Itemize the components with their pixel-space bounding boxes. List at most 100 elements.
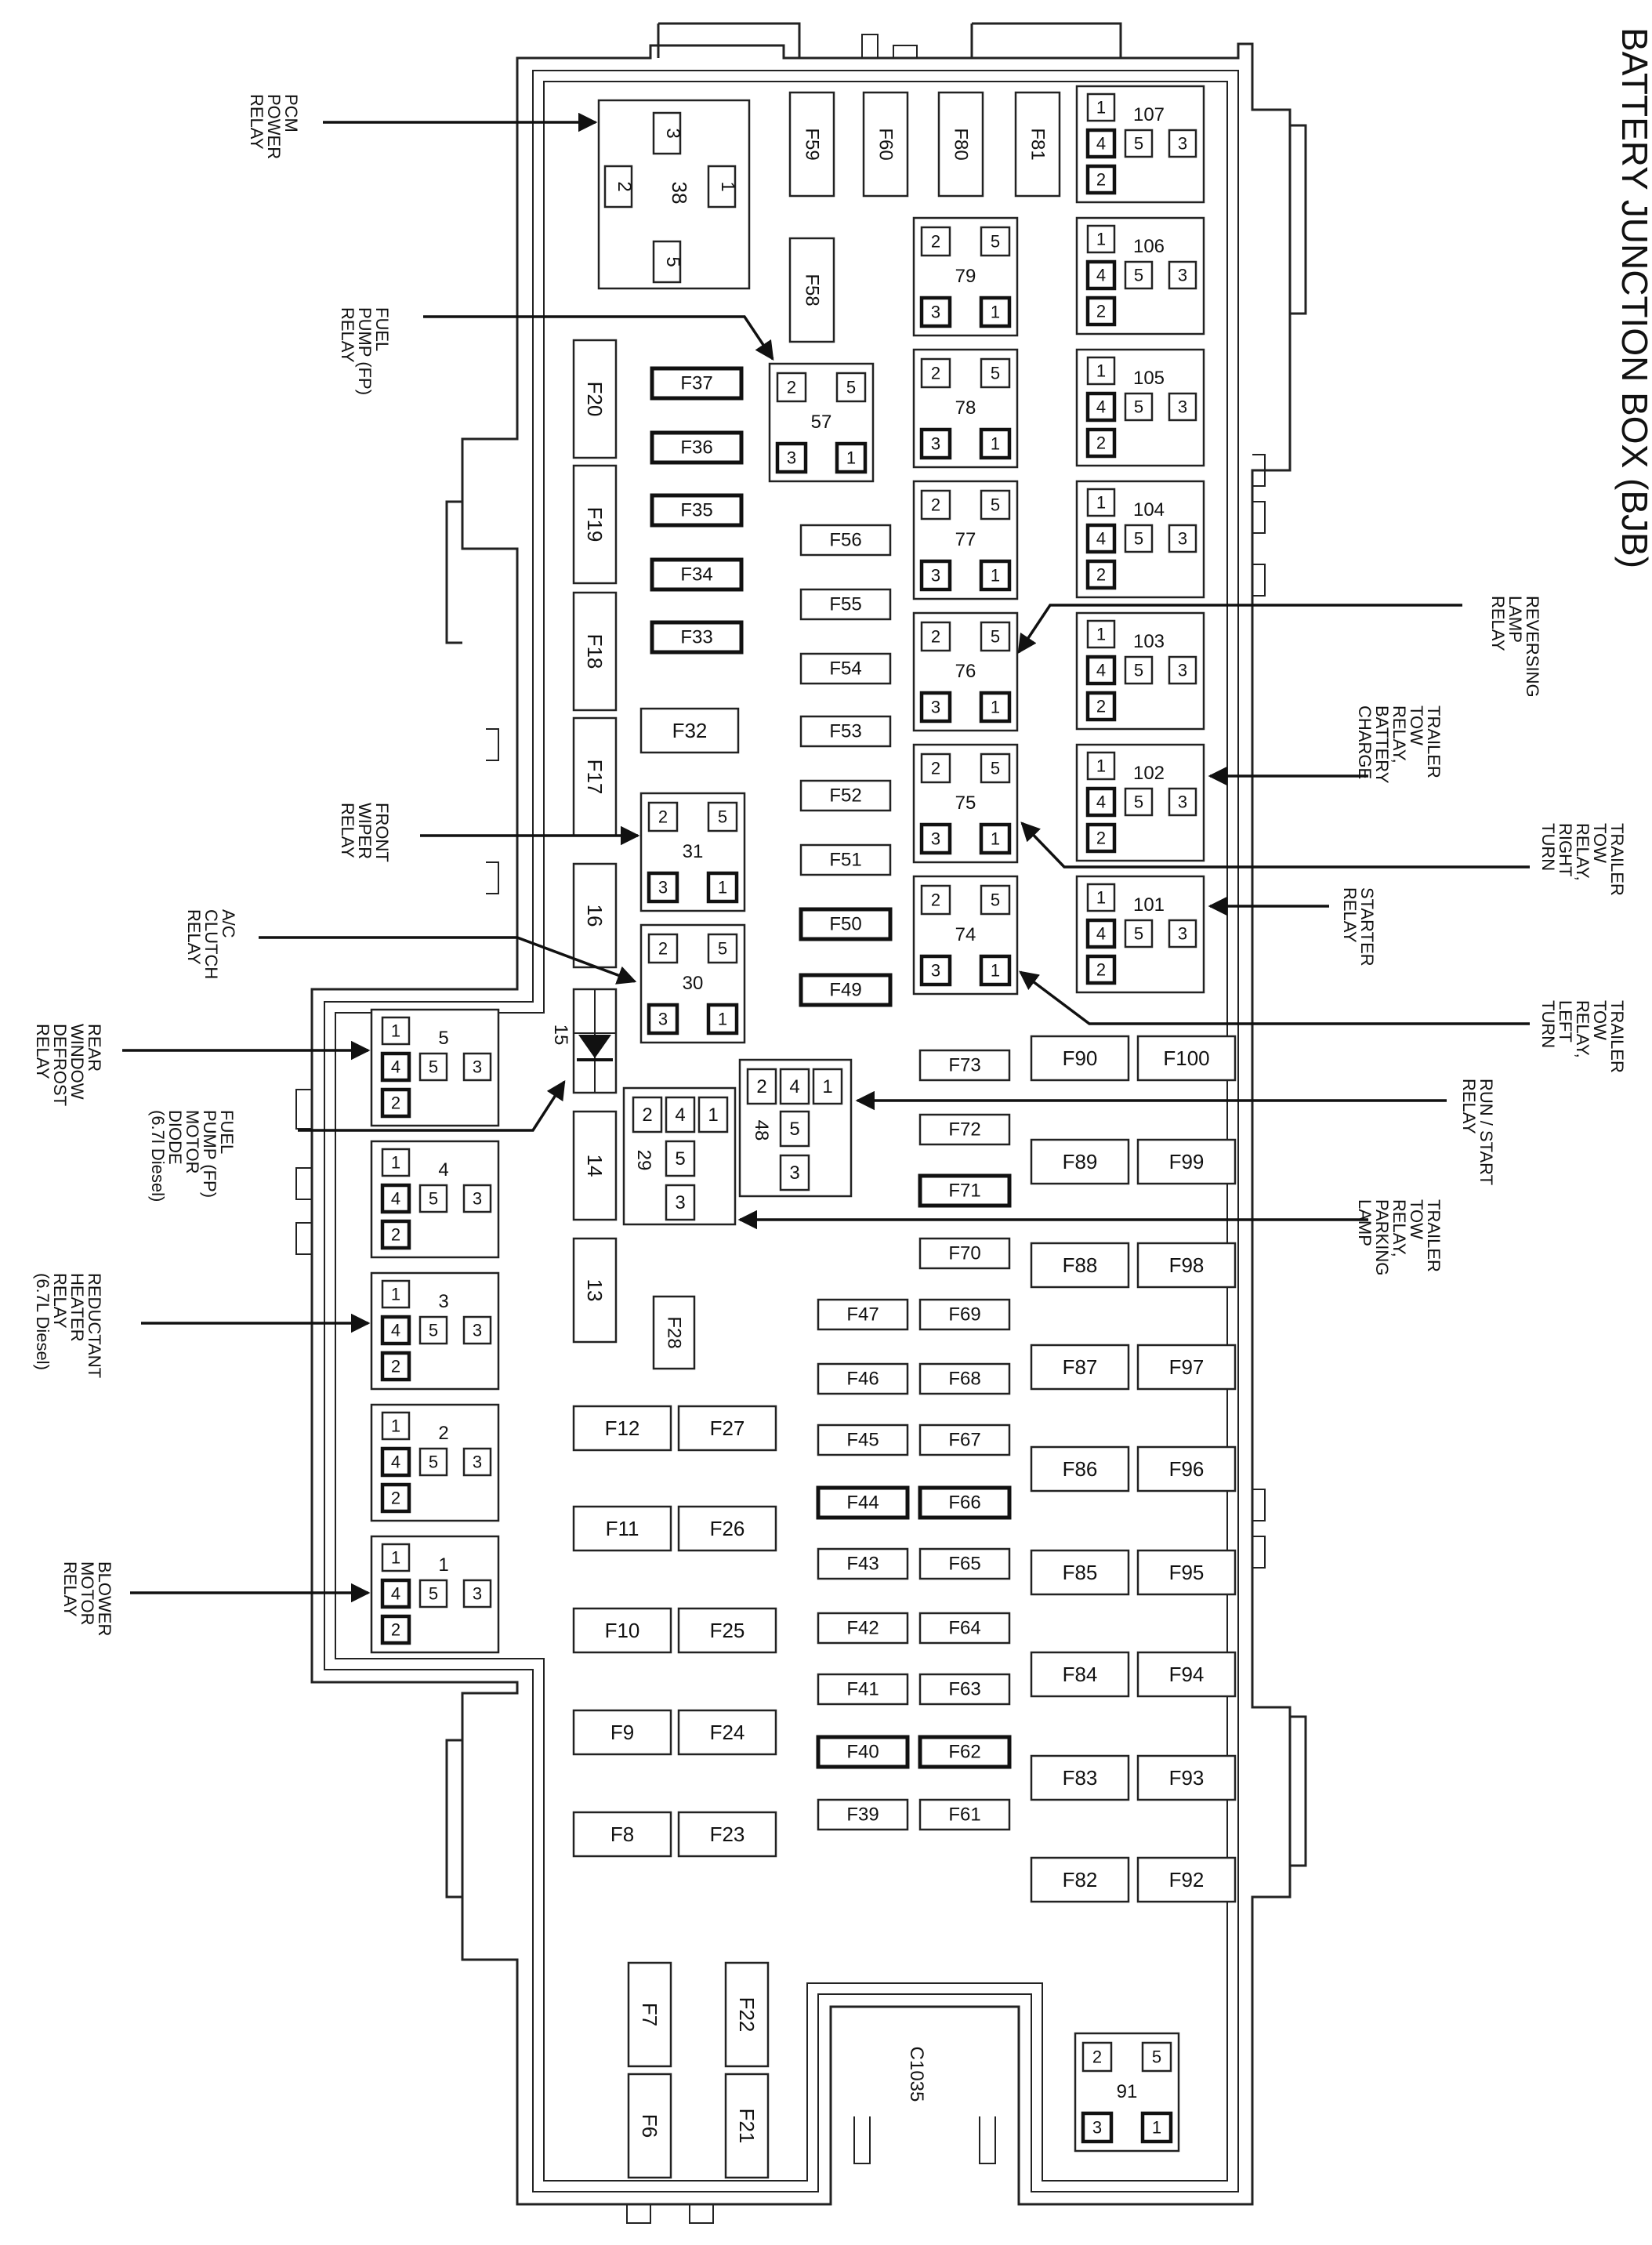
- fuse-f46[interactable]: F46: [817, 1362, 909, 1395]
- fuse-f95[interactable]: F95: [1136, 1549, 1237, 1596]
- fuse-f89[interactable]: F89: [1030, 1138, 1130, 1185]
- fuse-f87[interactable]: F87: [1030, 1344, 1130, 1391]
- fuse-f20[interactable]: F20: [572, 339, 618, 459]
- fuse-f25[interactable]: F25: [677, 1607, 777, 1654]
- fuse-f84[interactable]: F84: [1030, 1651, 1130, 1698]
- fuse-f62[interactable]: F62: [918, 1735, 1012, 1769]
- fuse-f9[interactable]: F9: [572, 1709, 672, 1756]
- fuse-f97[interactable]: F97: [1136, 1344, 1237, 1391]
- relay-29[interactable]: 2 4 1 5 3 29: [622, 1086, 737, 1226]
- fuse-f47[interactable]: F47: [817, 1298, 909, 1331]
- fuse-f39[interactable]: F39: [817, 1798, 909, 1831]
- relay-48[interactable]: 2 4 1 5 3 48: [738, 1058, 853, 1198]
- fuse-f71[interactable]: F71: [918, 1173, 1012, 1208]
- fuse-f72[interactable]: F72: [918, 1113, 1011, 1146]
- fuse-f90[interactable]: F90: [1030, 1035, 1130, 1082]
- fuse-f8[interactable]: F8: [572, 1811, 672, 1858]
- fuse-f100[interactable]: F100: [1136, 1035, 1237, 1082]
- fuse-f59[interactable]: F59: [788, 91, 835, 198]
- fuse-f45[interactable]: F45: [817, 1424, 909, 1456]
- fuse-f32[interactable]: F32: [639, 707, 740, 754]
- fuse-f34[interactable]: F34: [650, 557, 744, 592]
- fuse-f28[interactable]: F28: [652, 1295, 696, 1370]
- fuse-f23[interactable]: F23: [677, 1811, 777, 1858]
- fuse-f40[interactable]: F40: [816, 1735, 910, 1769]
- fuse-f63[interactable]: F63: [918, 1673, 1011, 1706]
- fuse-f69[interactable]: F69: [918, 1298, 1011, 1331]
- fuse-13[interactable]: 13: [572, 1237, 618, 1344]
- relay-38[interactable]: 3 2 1 5 38: [597, 99, 751, 290]
- fuse-f54[interactable]: F54: [799, 652, 892, 685]
- fuse-f50[interactable]: F50: [799, 907, 893, 941]
- fuse-f21[interactable]: F21: [724, 2073, 770, 2179]
- fuse-f42[interactable]: F42: [817, 1612, 909, 1645]
- fuse-f64[interactable]: F64: [918, 1612, 1011, 1645]
- diode-15[interactable]: 15: [550, 988, 618, 1094]
- fuse-f61[interactable]: F61: [918, 1798, 1011, 1831]
- fuse-f88[interactable]: F88: [1030, 1242, 1130, 1289]
- fuse-f11[interactable]: F11: [572, 1505, 672, 1552]
- fuse-f67[interactable]: F67: [918, 1424, 1011, 1456]
- fuse-f12[interactable]: F12: [572, 1405, 672, 1452]
- fuse-f85[interactable]: F85: [1030, 1549, 1130, 1596]
- fuse-14[interactable]: 14: [572, 1110, 618, 1221]
- fuse-f41[interactable]: F41: [817, 1673, 909, 1706]
- fuse-f35[interactable]: F35: [650, 493, 744, 528]
- fuse-f43[interactable]: F43: [817, 1547, 909, 1580]
- fuse-f26[interactable]: F26: [677, 1505, 777, 1552]
- fuse-f81[interactable]: F81: [1014, 91, 1061, 198]
- fuse-f93[interactable]: F93: [1136, 1754, 1237, 1801]
- fuse-f86[interactable]: F86: [1030, 1445, 1130, 1492]
- fuse-16[interactable]: 16: [572, 862, 618, 969]
- fuse-f10[interactable]: F10: [572, 1607, 672, 1654]
- fuse-f83[interactable]: F83: [1030, 1754, 1130, 1801]
- fuse-f66[interactable]: F66: [918, 1485, 1012, 1520]
- fuse-f6[interactable]: F6: [627, 2073, 672, 2179]
- fuse-f94[interactable]: F94: [1136, 1651, 1237, 1698]
- fuse-f73[interactable]: F73: [918, 1049, 1011, 1082]
- fuse-f24[interactable]: F24: [677, 1709, 777, 1756]
- fuse-f92[interactable]: F92: [1136, 1856, 1237, 1903]
- fuse-f37[interactable]: F37: [650, 366, 744, 401]
- fuse-f60[interactable]: F60: [862, 91, 909, 198]
- fuse-f19[interactable]: F19: [572, 464, 618, 585]
- fuse-f33[interactable]: F33: [650, 620, 744, 655]
- fuse-f44[interactable]: F44: [816, 1485, 910, 1520]
- fuse-f80[interactable]: F80: [937, 91, 984, 198]
- fuse-f65[interactable]: F65: [918, 1547, 1011, 1580]
- fuse-f55[interactable]: F55: [799, 588, 892, 621]
- fuse-f17[interactable]: F17: [572, 716, 618, 837]
- fuse-f98[interactable]: F98: [1136, 1242, 1237, 1289]
- fuse-f7[interactable]: F7: [627, 1961, 672, 2068]
- fuse-f82[interactable]: F82: [1030, 1856, 1130, 1903]
- fuse-f27[interactable]: F27: [677, 1405, 777, 1452]
- fuse-f68[interactable]: F68: [918, 1362, 1011, 1395]
- fuse-f18[interactable]: F18: [572, 591, 618, 712]
- fuse-f52[interactable]: F52: [799, 779, 892, 812]
- fuse-f51[interactable]: F51: [799, 843, 892, 876]
- fuse-f96[interactable]: F96: [1136, 1445, 1237, 1492]
- fuse-f53[interactable]: F53: [799, 715, 892, 748]
- fuse-f99[interactable]: F99: [1136, 1138, 1237, 1185]
- fuse-f58[interactable]: F58: [788, 237, 835, 343]
